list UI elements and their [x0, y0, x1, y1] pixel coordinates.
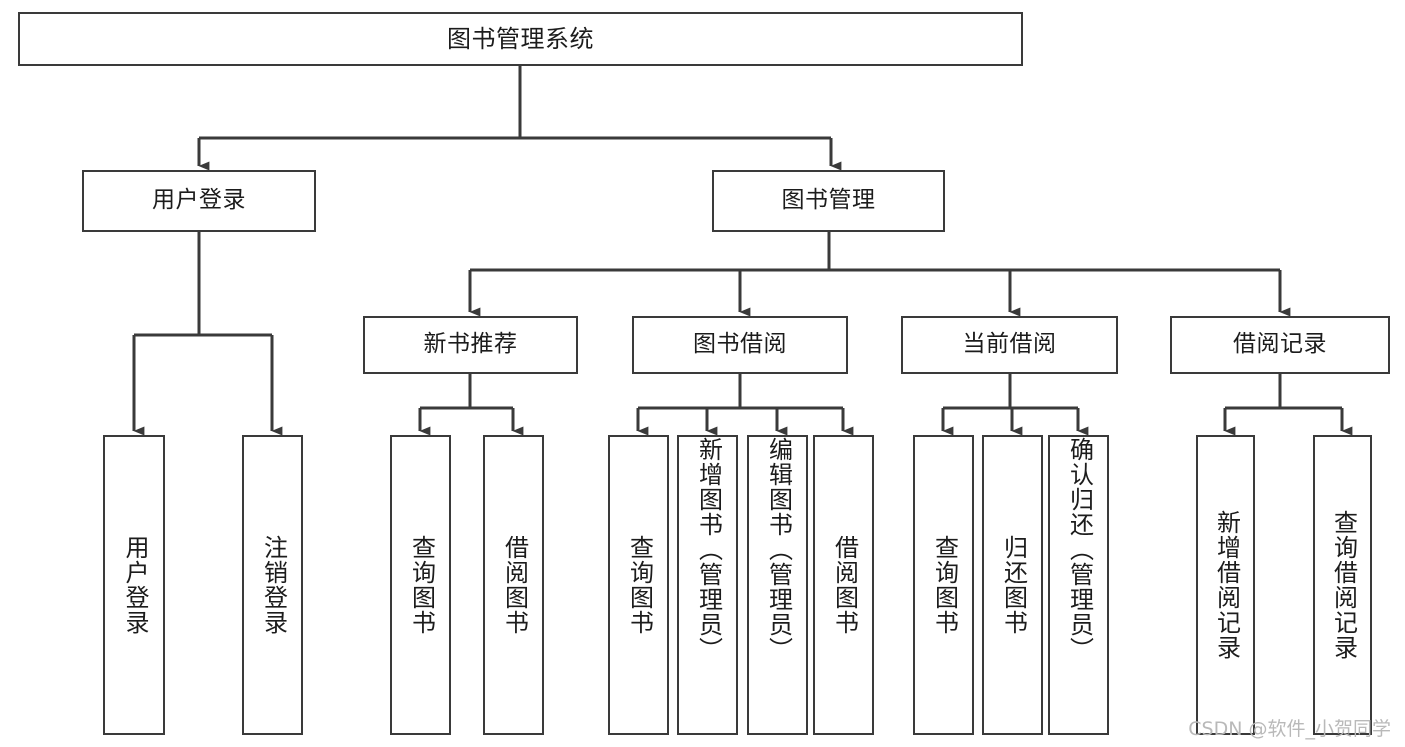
- node-leaf-user-login[interactable]: 用户登录: [103, 435, 165, 735]
- node-label: 新增图书（管理员）: [694, 437, 723, 662]
- node-label: 查询借阅记录: [1329, 510, 1358, 660]
- node-label: 图书管理: [781, 187, 876, 214]
- node-label: 图书管理系统: [447, 24, 594, 53]
- node-label: 编辑图书（管理员）: [764, 437, 793, 662]
- watermark-text: CSDN @软件_小贺同学: [1188, 718, 1391, 740]
- node-label: 图书借阅: [693, 331, 787, 358]
- node-label: 查询图书: [930, 535, 959, 635]
- node-leaf-query-book-recommend[interactable]: 查询图书: [390, 435, 451, 735]
- node-leaf-confirm-return-admin[interactable]: 确认归还（管理员）: [1048, 435, 1109, 735]
- node-leaf-add-borrow-record[interactable]: 新增借阅记录: [1196, 435, 1255, 735]
- node-book-borrow[interactable]: 图书借阅: [632, 316, 848, 374]
- node-leaf-borrow-book[interactable]: 借阅图书: [813, 435, 874, 735]
- node-label: 借阅图书: [500, 535, 529, 635]
- node-leaf-edit-book-admin[interactable]: 编辑图书（管理员）: [747, 435, 808, 735]
- node-label: 确认归还（管理员）: [1065, 437, 1094, 662]
- node-root-system[interactable]: 图书管理系统: [18, 12, 1023, 66]
- node-label: 归还图书: [999, 535, 1028, 635]
- node-label: 注销登录: [259, 535, 288, 635]
- node-label: 借阅图书: [830, 535, 859, 635]
- node-label: 当前借阅: [962, 331, 1057, 358]
- node-label: 查询图书: [625, 535, 654, 635]
- node-label: 用户登录: [152, 187, 246, 214]
- node-label: 新增借阅记录: [1212, 510, 1241, 660]
- node-label: 新书推荐: [423, 331, 518, 358]
- node-leaf-add-book-admin[interactable]: 新增图书（管理员）: [677, 435, 738, 735]
- node-leaf-query-book-current[interactable]: 查询图书: [913, 435, 974, 735]
- node-leaf-query-book-borrow[interactable]: 查询图书: [608, 435, 669, 735]
- node-leaf-borrow-book-recommend[interactable]: 借阅图书: [483, 435, 544, 735]
- node-leaf-query-borrow-record[interactable]: 查询借阅记录: [1313, 435, 1372, 735]
- node-borrow-record[interactable]: 借阅记录: [1170, 316, 1390, 374]
- node-new-book-recommend[interactable]: 新书推荐: [363, 316, 578, 374]
- node-label: 查询图书: [407, 535, 436, 635]
- node-leaf-return-book[interactable]: 归还图书: [982, 435, 1043, 735]
- node-label: 用户登录: [120, 535, 149, 635]
- node-label: 借阅记录: [1233, 331, 1327, 358]
- node-book-management[interactable]: 图书管理: [712, 170, 945, 232]
- node-user-login[interactable]: 用户登录: [82, 170, 316, 232]
- node-current-borrow[interactable]: 当前借阅: [901, 316, 1118, 374]
- node-leaf-logout[interactable]: 注销登录: [242, 435, 303, 735]
